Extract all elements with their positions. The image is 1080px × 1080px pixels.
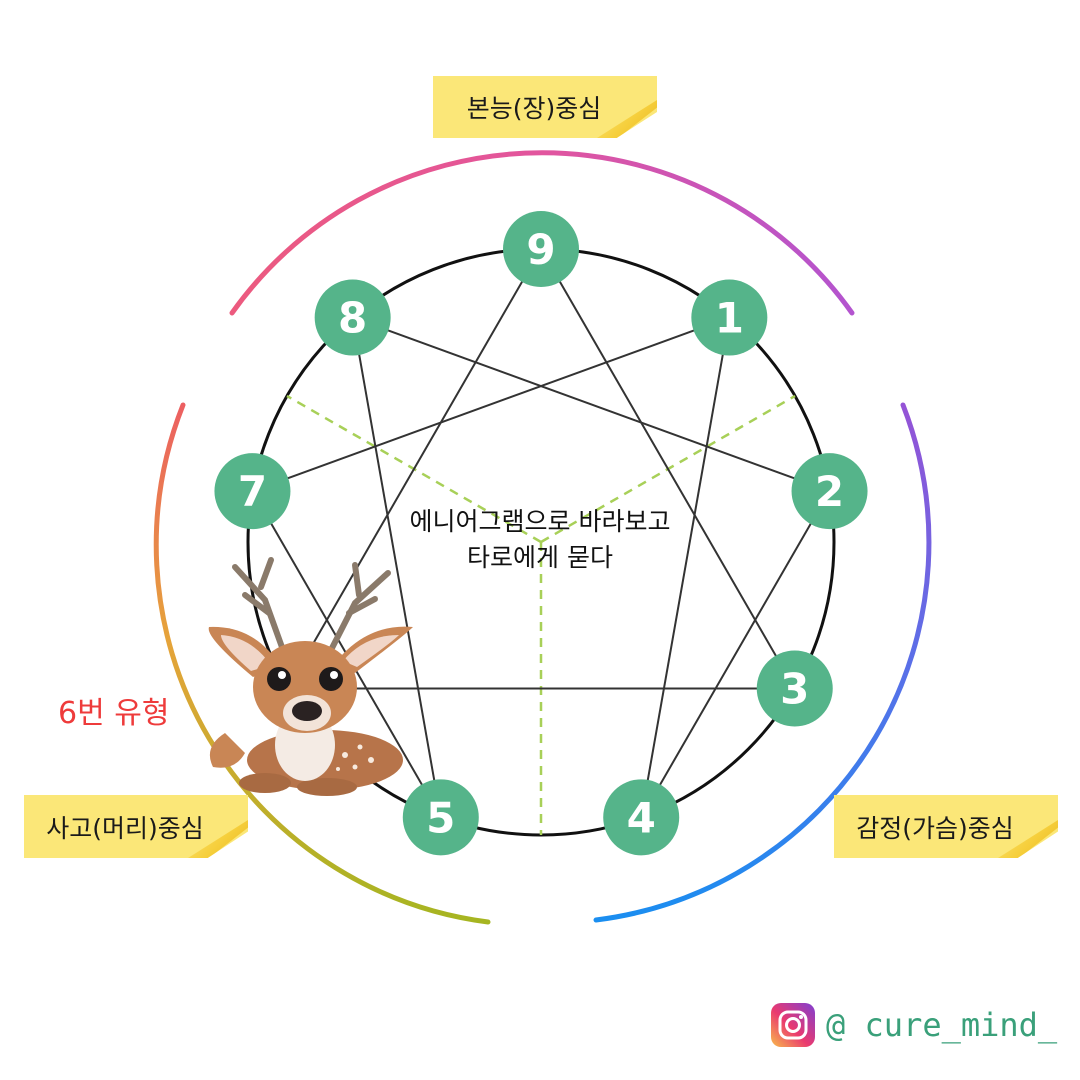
node-circle bbox=[791, 453, 868, 530]
head-center-arc bbox=[153, 402, 491, 925]
enneagram-node-7: 7 bbox=[214, 453, 291, 530]
triangle-line-6-9 bbox=[286, 248, 542, 690]
enneagram-node-9: 9 bbox=[503, 211, 579, 287]
node-number: 8 bbox=[338, 294, 367, 343]
hexad-line-8-5 bbox=[351, 317, 442, 818]
node-number: 9 bbox=[526, 225, 555, 274]
heart-center-arc bbox=[593, 402, 932, 923]
node-number: 2 bbox=[815, 467, 844, 516]
node-circle bbox=[691, 279, 768, 356]
node-circle bbox=[402, 779, 479, 856]
enneagram-node-2: 2 bbox=[791, 453, 868, 530]
node-circle bbox=[756, 650, 833, 727]
heart-center-label: 감정(가슴)중심 bbox=[856, 813, 1014, 843]
node-number: 3 bbox=[780, 665, 809, 714]
sticky-note-instinct-center: 본능(장)중심 bbox=[433, 76, 657, 138]
hexad-line-2-8 bbox=[352, 316, 830, 493]
social-handle-text[interactable]: @ cure_mind_ bbox=[826, 1006, 1058, 1044]
node-number: 4 bbox=[627, 793, 656, 842]
node-circle bbox=[603, 779, 680, 856]
instinct-center-label: 본능(장)중심 bbox=[466, 94, 602, 123]
center-caption-line-2: 타로에게 묻다 bbox=[467, 543, 613, 572]
instinct-center-arc bbox=[229, 150, 855, 316]
hexad-line-4-2 bbox=[640, 490, 831, 818]
enneagram-node-4: 4 bbox=[603, 779, 680, 856]
node-circle bbox=[503, 211, 579, 287]
node-circle bbox=[214, 453, 291, 530]
enneagram-nodes: 9 1 2 3 4 5 7 8 bbox=[214, 211, 868, 856]
node-number: 1 bbox=[715, 294, 744, 343]
social-handle-row[interactable]: @ cure_mind_ bbox=[770, 1002, 1057, 1048]
center-caption: 에니어그램으로 바라보고 타로에게 묻다 bbox=[370, 504, 710, 576]
deer-illustration bbox=[208, 557, 413, 796]
hexad-line-1-4 bbox=[640, 317, 731, 818]
head-center-label: 사고(머리)중심 bbox=[46, 813, 204, 843]
sticky-note-heart-center: 감정(가슴)중심 bbox=[834, 795, 1058, 858]
enneagram-node-1: 1 bbox=[691, 279, 768, 356]
triangle-line-9-3 bbox=[540, 248, 796, 689]
node-number: 5 bbox=[426, 793, 455, 842]
enneagram-node-5: 5 bbox=[402, 779, 479, 856]
enneagram-node-3: 3 bbox=[756, 650, 833, 727]
node-number: 7 bbox=[238, 467, 267, 516]
hexad-line-7-1 bbox=[252, 316, 730, 493]
sticky-note-head-center: 사고(머리)중심 bbox=[24, 795, 248, 858]
center-caption-line-1: 에니어그램으로 바라보고 bbox=[409, 507, 671, 536]
enneagram-node-8: 8 bbox=[314, 279, 391, 356]
node-circle bbox=[314, 279, 391, 356]
highlight-type-label: 6번 유형 bbox=[58, 696, 170, 731]
instagram-icon[interactable] bbox=[770, 1002, 816, 1048]
enneagram-connector-lines bbox=[251, 248, 831, 818]
